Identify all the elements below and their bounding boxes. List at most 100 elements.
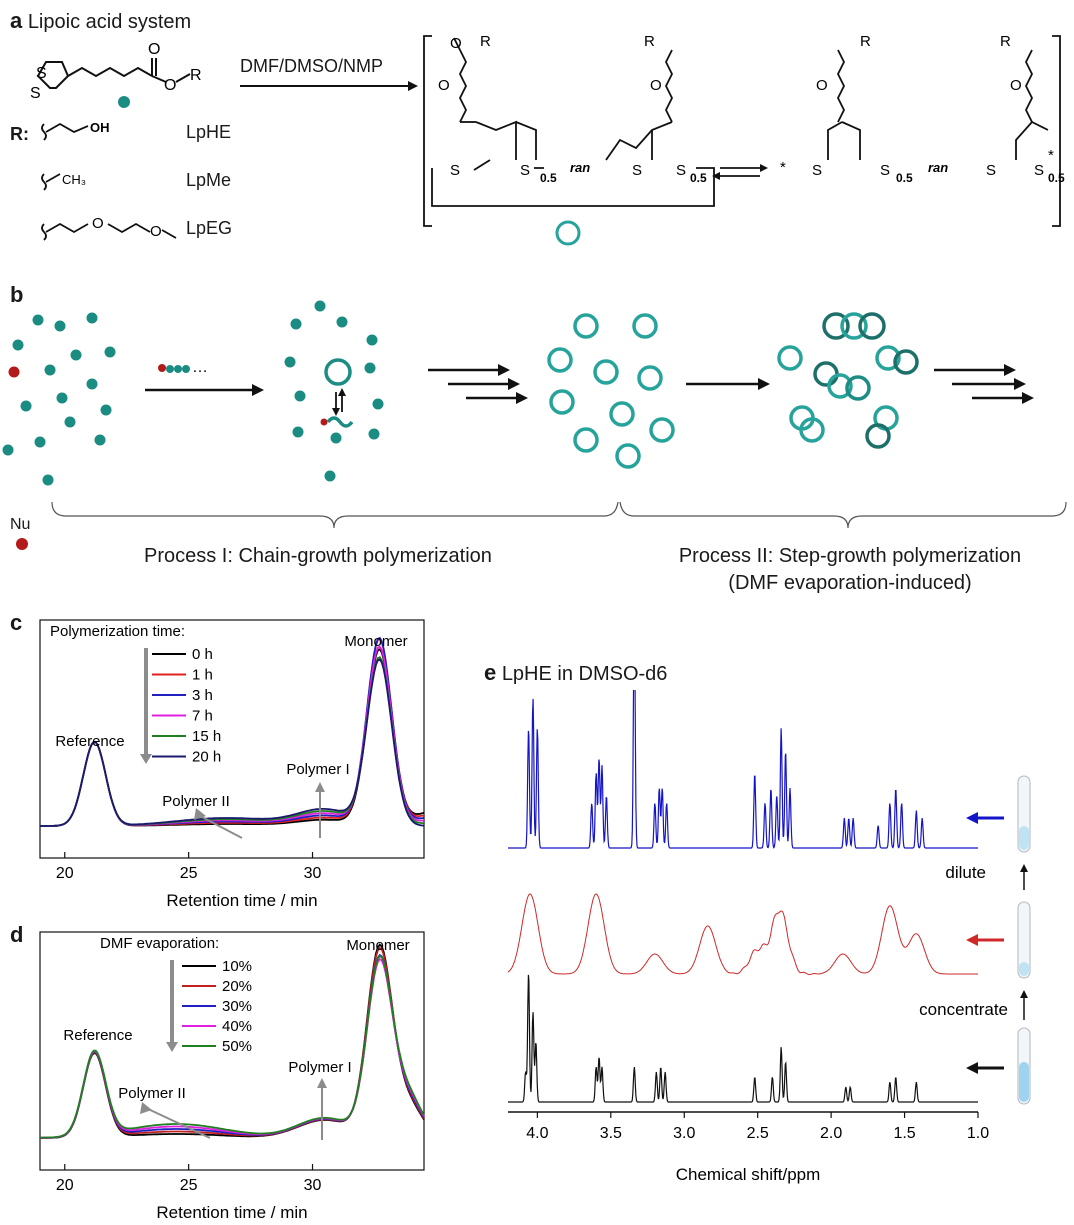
poly-o-2: O	[438, 77, 450, 94]
c-tick-label-0: 20	[56, 865, 74, 882]
d-tick-label-0: 20	[56, 1177, 74, 1194]
star-right: *	[1048, 147, 1054, 164]
poly-s-4: S	[676, 162, 686, 179]
panel-c-letter: c	[10, 610, 23, 635]
arrow-black-icon	[966, 1062, 978, 1074]
panel-a-letter: a	[10, 8, 23, 33]
sub-0-5-4: 0.5	[1048, 171, 1065, 185]
chart-d-polymer2-arrow-icon	[140, 1102, 152, 1114]
nu-dot-2	[320, 418, 328, 426]
chart-c-traces	[40, 636, 425, 827]
ether-o-1: O	[92, 215, 104, 232]
chart-d-polymer1-arrow-icon	[317, 1078, 327, 1088]
chart-c-order-arrow-icon	[140, 754, 152, 764]
chart-c-legend-title: Polymerization time:	[50, 623, 185, 640]
triple-arrow-2	[934, 368, 1024, 400]
poly-s-8: S	[1034, 162, 1044, 179]
poly-r-1: R	[480, 33, 491, 50]
sub-0-5-3: 0.5	[896, 171, 913, 185]
nmr-trace-0	[508, 690, 978, 849]
chart-d-legend-title: DMF evaporation:	[100, 935, 219, 952]
nmr-traces	[507, 690, 978, 1103]
c-legend-label-3: 7 h	[192, 708, 213, 725]
chart-d-legend: 10%20%30%40%50%	[182, 958, 252, 1055]
nmr-tick-label-1: 3.5	[600, 1125, 622, 1142]
chart-c-xlabel: Retention time / min	[166, 891, 317, 910]
process-1-label: Process I: Chain-growth polymerization	[144, 545, 492, 567]
chart-d-order-arrow-icon	[166, 1042, 178, 1052]
chart-c-polymer2-arrow-icon	[194, 808, 206, 820]
nmr-tick-label-2: 3.0	[673, 1125, 695, 1142]
atom-s-1: S	[36, 65, 47, 82]
monomer-dots-group-2	[284, 300, 384, 482]
nmr-tick-label-6: 1.0	[967, 1125, 989, 1142]
r-label: R:	[10, 124, 29, 144]
poly-r-4: R	[1000, 33, 1011, 50]
ran-1: ran	[570, 160, 590, 175]
poly-r-2: R	[644, 33, 655, 50]
d-legend-label-1: 20%	[222, 978, 252, 995]
panel-b-letter: b	[10, 282, 24, 307]
up-arrow-2-icon	[1020, 990, 1028, 998]
poly-s-1: S	[450, 162, 460, 179]
d-legend-label-3: 40%	[222, 1018, 252, 1035]
d-trace-4	[39, 954, 425, 1139]
r-group-ch3: CH₃	[62, 172, 86, 187]
d-legend-label-4: 50%	[222, 1038, 252, 1055]
sub-0-5-2: 0.5	[690, 171, 707, 185]
panel-e-title: LpHE in DMSO-d6	[501, 663, 668, 685]
poly-o-1: O	[450, 35, 462, 52]
c-legend-label-1: 1 h	[192, 667, 213, 684]
tube-concentrate-icon	[1017, 901, 1031, 979]
d-legend-label-0: 10%	[222, 958, 252, 975]
nmr-tick-label-3: 2.5	[747, 1125, 769, 1142]
panel-e-letter: e	[484, 660, 497, 685]
substituent-lphe: LpHE	[186, 122, 232, 142]
poly-o-4: O	[816, 77, 828, 94]
process-2-line1: Process II: Step-growth polymerization	[678, 545, 1022, 567]
nmr-xlabel: Chemical shift/ppm	[676, 1165, 821, 1184]
monomer-dots-group-1	[2, 312, 116, 486]
cyclic-ring-icon	[555, 220, 581, 246]
tube-dilute-liquid	[1019, 826, 1029, 850]
nu-legend-dot	[16, 538, 28, 550]
process-2-line2: (DMF evaporation-induced)	[728, 572, 972, 594]
chart-c-frame	[39, 619, 425, 859]
panel-a-title: Lipoic acid system	[27, 11, 192, 33]
poly-o-3: O	[650, 77, 662, 94]
c-trace-5	[40, 658, 425, 827]
arrow-blue-icon	[966, 812, 978, 824]
r-groups-structures: OH CH₃ O O	[41, 120, 177, 241]
nmr-tubes	[1017, 775, 1031, 1105]
atom-o-carbonyl: O	[148, 41, 160, 58]
initiator-chain-icon	[158, 364, 190, 373]
r-group-oh: OH	[90, 120, 110, 135]
sub-0-5-1: 0.5	[540, 171, 557, 185]
monomer-dot	[118, 96, 130, 108]
chart-c-monomer-label: Monomer	[344, 633, 407, 650]
nu-dot-1	[8, 366, 20, 378]
up-arrow-1-icon	[1020, 864, 1028, 872]
d-tick-label-1: 25	[180, 1177, 198, 1194]
poly-s-7: S	[986, 162, 996, 179]
lipoic-monomer-structure: S S O O R	[30, 41, 202, 108]
ether-o-2: O	[150, 223, 162, 240]
chart-c-legend: 0 h1 h3 h7 h15 h20 h	[152, 646, 221, 766]
arrow-red-icon	[966, 934, 978, 946]
star-left: *	[780, 159, 786, 176]
c-legend-label-0: 0 h	[192, 646, 213, 663]
poly-s-6: S	[880, 162, 890, 179]
label-concentrate: concentrate	[919, 1000, 1008, 1019]
atom-s-2: S	[30, 85, 41, 102]
chart-d-polymer2-label: Polymer II	[118, 1085, 186, 1102]
poly-o-5: O	[1010, 77, 1022, 94]
nu-label: Nu	[10, 516, 31, 533]
chart-c-reference-label: Reference	[55, 733, 124, 750]
chart-c-polymer1-label: Polymer I	[286, 761, 349, 778]
c-tick-label-1: 25	[180, 865, 198, 882]
nmr-tick-label-4: 2.0	[820, 1125, 842, 1142]
